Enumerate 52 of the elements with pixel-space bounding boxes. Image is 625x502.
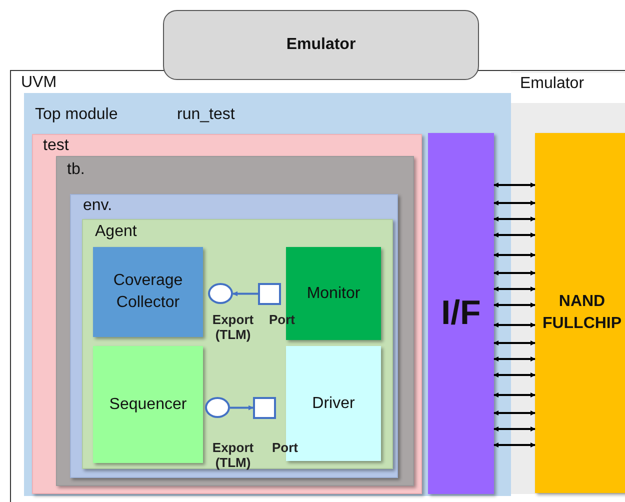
top-module-panel [24,93,511,496]
box-label: Coverage Collector [112,271,184,313]
box-label: I/F [441,292,481,334]
export-circle [208,283,233,304]
component-box [93,346,203,463]
arrow [494,252,536,258]
arrow [494,302,536,308]
export-circle [205,397,230,418]
box-label: Monitor [306,284,360,304]
panel-title: env. [83,197,112,215]
arrow [494,340,536,346]
agent-panel [82,219,393,469]
panel-title: Agent [95,223,137,241]
arrow [494,200,536,206]
tb-panel [56,156,414,486]
arrow [232,291,258,296]
port-label: Export (TLM) [211,440,255,470]
component-box [93,247,203,337]
port-square [258,283,281,305]
interface-block [428,133,494,494]
uvm-frame [10,70,625,502]
arrow [494,270,536,276]
title-box [163,10,479,80]
arrow [494,410,536,416]
task-label: run_test [177,106,235,124]
arrow [494,426,536,432]
panel-title: UVM [21,74,57,92]
box-label: Driver [312,394,355,414]
port-label: Port [271,440,299,455]
arrow [494,232,536,238]
test-panel [32,134,422,494]
arrow [494,372,536,378]
box-label: NAND FULLCHIP [541,292,623,334]
box-label: Sequencer [109,394,187,415]
port-square [253,397,276,419]
chip-block [535,133,625,493]
arrow [494,182,536,188]
arrow [230,405,254,410]
env-panel [70,194,398,478]
arrow [494,322,536,328]
panel-title: test [43,137,69,155]
emulator-panel [511,72,625,495]
arrow [494,216,536,222]
arrow [494,286,536,292]
arrow [494,356,536,362]
panel-title: Top module [35,106,118,124]
port-label: Export (TLM) [211,312,255,342]
box-label: Emulator [286,35,356,56]
panel-title: tb. [67,161,85,179]
panel-title: Emulator [520,75,584,93]
arrow [494,442,536,448]
arrow [494,392,536,398]
